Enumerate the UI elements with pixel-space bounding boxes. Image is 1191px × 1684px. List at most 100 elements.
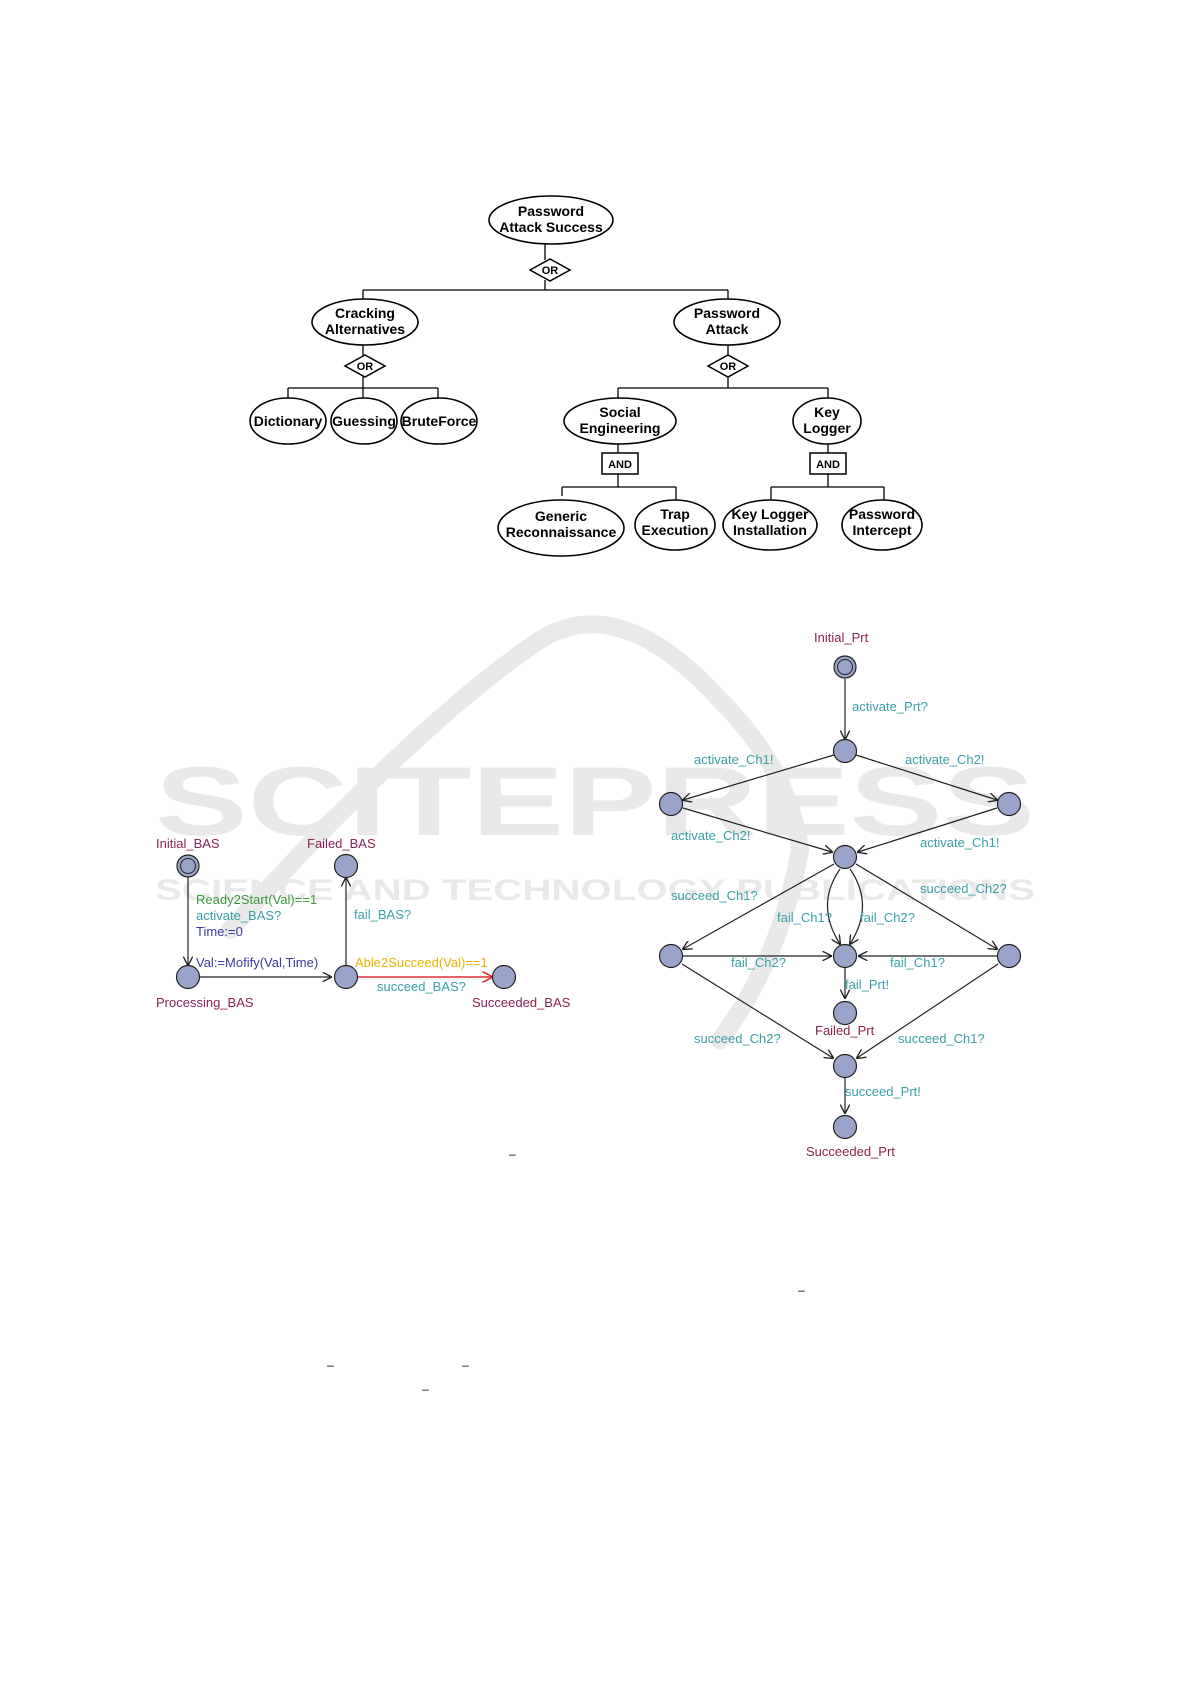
label-guard-start: Ready2Start(Val)==1 xyxy=(196,892,317,907)
label-fail-ch2-left: fail_Ch2? xyxy=(731,955,786,970)
label-sync-activate: activate_BAS? xyxy=(196,908,281,923)
svg-text:Logger: Logger xyxy=(803,420,851,436)
svg-text:Password: Password xyxy=(694,305,760,321)
watermark: SCITEPRESS SCIENCE AND TECHNOLOGY PUBLIC… xyxy=(155,615,1035,1049)
label-fail-ch2-mid: fail_Ch2? xyxy=(860,910,915,925)
location-failed-bas xyxy=(333,853,359,879)
location-prt-both-succeeded xyxy=(832,1053,858,1079)
svg-text:Cracking: Cracking xyxy=(335,305,395,321)
label-activate-ch2-right: activate_Ch2! xyxy=(905,752,985,767)
label-succeed-ch2-bottom: succeed_Ch2? xyxy=(694,1031,781,1046)
stray-marks: – – – – – xyxy=(327,1147,805,1396)
label-succeed-ch2-right: succeed_Ch2? xyxy=(920,881,1007,896)
svg-text:Intercept: Intercept xyxy=(852,522,911,538)
attack-tree xyxy=(287,238,885,500)
location-prt-ch1-succeeded xyxy=(658,943,684,969)
stray-mark: – xyxy=(798,1283,805,1297)
stray-mark: – xyxy=(327,1358,334,1372)
stray-mark: – xyxy=(422,1382,429,1396)
gate-password-or: OR xyxy=(706,354,750,378)
location-prt-both-active xyxy=(832,844,858,870)
svg-text:Execution: Execution xyxy=(642,522,709,538)
gate-social-and: AND xyxy=(601,452,639,475)
label-failed-bas: Failed_BAS xyxy=(307,836,376,851)
tree-node-trap-execution: Trap Execution xyxy=(634,499,716,551)
label-initial-prt: Initial_Prt xyxy=(814,630,869,645)
label-activate-ch1-left: activate_Ch1! xyxy=(694,752,774,767)
label-sync-succeed: succeed_BAS? xyxy=(377,979,466,994)
tree-node-key-logger: Key Logger xyxy=(792,397,862,445)
svg-text:Alternatives: Alternatives xyxy=(325,321,405,337)
location-prt-ch2-succeeded xyxy=(996,943,1022,969)
svg-text:Guessing: Guessing xyxy=(332,413,396,429)
svg-text:Key: Key xyxy=(814,404,840,420)
label-succeeded-bas: Succeeded_BAS xyxy=(472,995,571,1010)
label-fail-ch1-mid: fail_Ch1? xyxy=(777,910,832,925)
svg-text:Key Logger: Key Logger xyxy=(731,506,809,522)
location-processing-bas xyxy=(175,964,201,990)
svg-text:Social: Social xyxy=(599,404,640,420)
svg-text:Trap: Trap xyxy=(660,506,690,522)
svg-text:BruteForce: BruteForce xyxy=(402,413,477,429)
gate-keylogger-and: AND xyxy=(809,452,847,475)
location-succeeded-bas xyxy=(491,964,517,990)
gate-root-or: OR xyxy=(528,258,572,282)
tree-node-social-engineering: Social Engineering xyxy=(563,397,677,445)
tree-node-password-attack: Password Attack xyxy=(673,298,781,346)
tree-node-dictionary: Dictionary xyxy=(249,397,327,445)
label-succeeded-prt: Succeeded_Prt xyxy=(806,1144,895,1159)
watermark-sub: SCIENCE AND TECHNOLOGY PUBLICATIONS xyxy=(155,874,1035,907)
label-processing-bas: Processing_BAS xyxy=(156,995,254,1010)
label-update-val: Val:=Mofify(Val,Time) xyxy=(196,955,318,970)
svg-text:Attack: Attack xyxy=(706,321,749,337)
label-activate-ch2-left: activate_Ch2! xyxy=(671,828,751,843)
label-guard-succeed: Able2Succeed(Val)==1 xyxy=(355,955,488,970)
svg-text:AND: AND xyxy=(608,459,632,471)
tree-node-key-logger-installation: Key Logger Installation xyxy=(722,499,818,551)
label-update-time: Time:=0 xyxy=(196,924,243,939)
svg-text:Dictionary: Dictionary xyxy=(254,413,323,429)
location-initial-bas xyxy=(176,854,200,878)
svg-text:Password: Password xyxy=(849,506,915,522)
label-succeed-ch1-bottom: succeed_Ch1? xyxy=(898,1031,985,1046)
tree-node-password-intercept: Password Intercept xyxy=(841,499,923,551)
tree-node-root-line2: Attack Success xyxy=(499,219,603,235)
label-succeed-prt: succeed_Prt! xyxy=(845,1084,921,1099)
svg-text:OR: OR xyxy=(357,361,374,373)
label-activate-ch1-right: activate_Ch1! xyxy=(920,835,1000,850)
stray-mark: – xyxy=(462,1358,469,1372)
location-initial-prt xyxy=(833,655,857,679)
tree-node-guessing: Guessing xyxy=(330,397,398,445)
tree-node-bruteforce: BruteForce xyxy=(400,397,478,445)
tree-node-cracking-alternatives: Cracking Alternatives xyxy=(311,298,419,346)
tree-node-root: Password Attack Success xyxy=(488,195,614,245)
label-sync-fail: fail_BAS? xyxy=(354,907,411,922)
watermark-main: SCITEPRESS xyxy=(155,746,1035,856)
tree-node-generic-reconnaissance: Generic Reconnaissance xyxy=(497,499,625,557)
bas-automaton: Initial_BAS Failed_BAS Ready2Start(Val)=… xyxy=(156,836,571,1010)
location-prt-activated xyxy=(832,738,858,764)
label-fail-ch1-right: fail_Ch1? xyxy=(890,955,945,970)
svg-text:Installation: Installation xyxy=(733,522,807,538)
label-activate-prt: activate_Prt? xyxy=(852,699,928,714)
svg-text:Reconnaissance: Reconnaissance xyxy=(506,524,617,540)
location-prt-ch1-active xyxy=(658,791,684,817)
label-initial-bas: Initial_BAS xyxy=(156,836,220,851)
stray-mark: – xyxy=(509,1147,516,1161)
location-branch-bas xyxy=(333,964,359,990)
prt-automaton: Initial_Prt activate_Prt? activate_Ch1! … xyxy=(658,630,1022,1159)
gate-cracking-or: OR xyxy=(343,354,387,378)
svg-text:Generic: Generic xyxy=(535,508,587,524)
svg-text:OR: OR xyxy=(542,265,559,277)
label-failed-prt: Failed_Prt xyxy=(815,1023,875,1038)
label-succeed-ch1-left: succeed_Ch1? xyxy=(671,888,758,903)
tree-node-root-line1: Password xyxy=(518,203,584,219)
svg-text:OR: OR xyxy=(720,361,737,373)
location-failed-prt xyxy=(832,1000,858,1026)
location-prt-ch2-active xyxy=(996,791,1022,817)
label-fail-prt: fail_Prt! xyxy=(845,977,889,992)
location-prt-decision xyxy=(832,943,858,969)
svg-text:AND: AND xyxy=(816,459,840,471)
